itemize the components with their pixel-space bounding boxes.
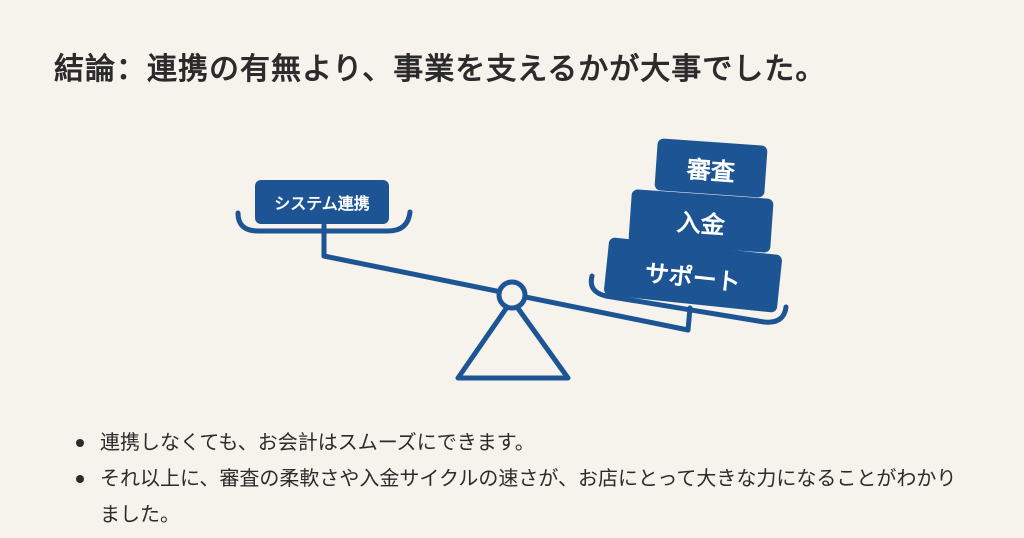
right-weight-review: 審査 <box>654 138 768 198</box>
left-pan <box>235 209 413 234</box>
left-weight-system-integration: システム連携 <box>255 180 389 224</box>
pivot-circle <box>496 279 528 311</box>
right-weight-label-deposit: 入金 <box>675 207 726 240</box>
left-weight-label: システム連携 <box>274 194 370 213</box>
bullet-item: 連携しなくても、お会計はスムーズにできます。 <box>76 424 970 460</box>
page-title: 結論：連携の有無より、事業を支えるかが大事でした。 <box>54 52 827 87</box>
fulcrum-triangle <box>455 297 571 381</box>
right-weight-label-support: サポート <box>643 258 742 297</box>
bullet-item: それ以上に、審査の柔軟さや入金サイクルの速さが、お店にとって大きな力になることが… <box>76 460 970 532</box>
bullet-dot-icon <box>76 475 84 483</box>
bullet-list: 連携しなくても、お会計はスムーズにできます。 それ以上に、審査の柔軟さや入金サイ… <box>76 424 970 532</box>
bullet-text: 連携しなくても、お会計はスムーズにできます。 <box>100 430 535 454</box>
right-weight-label-review: 審査 <box>685 154 736 187</box>
right-pan <box>588 273 789 325</box>
bullet-text: それ以上に、審査の柔軟さや入金サイクルの速さが、お店にとって大きな力になることが… <box>100 466 957 526</box>
bullet-dot-icon <box>76 439 84 447</box>
